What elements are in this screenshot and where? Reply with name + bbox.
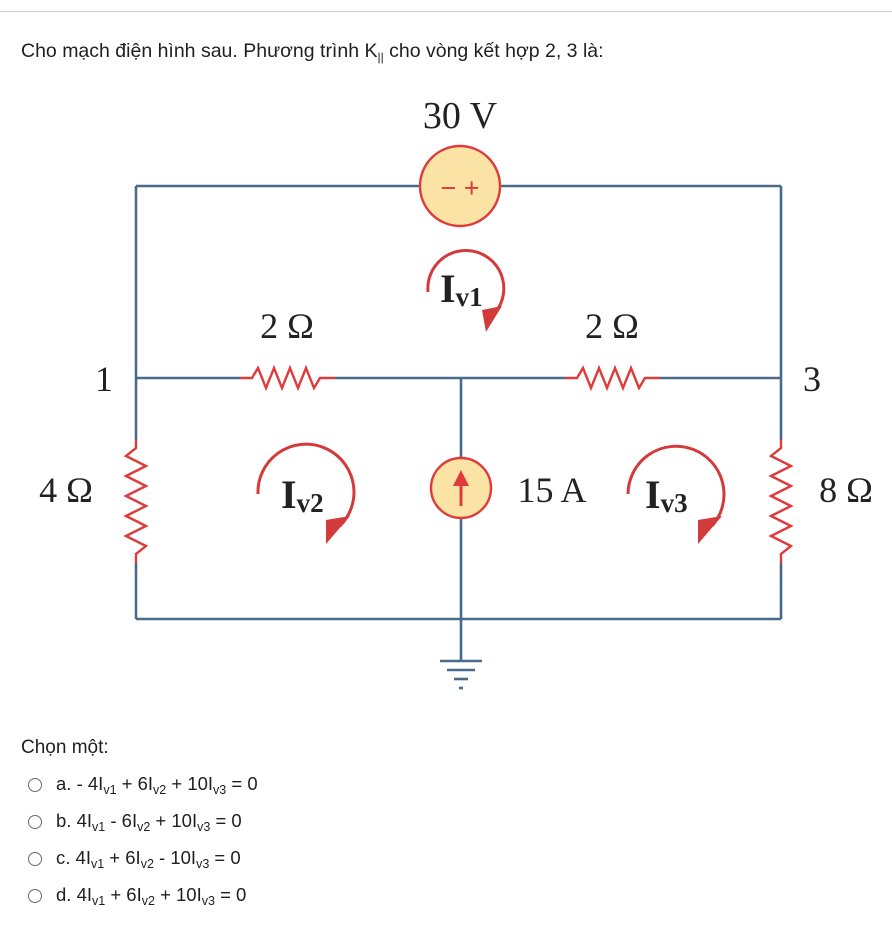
current-source: [429, 456, 493, 520]
option-d-text[interactable]: d. 4Iv1 + 6Iv2 + 10Iv3 = 0: [56, 883, 247, 908]
resistor-label-left: 4 Ω: [39, 470, 93, 510]
option-a-text[interactable]: a. - 4Iv1 + 6Iv2 + 10Iv3 = 0: [56, 772, 258, 797]
option-d[interactable]: d. 4Iv1 + 6Iv2 + 10Iv3 = 0: [28, 877, 258, 914]
resistor-top-left: [240, 364, 335, 392]
voltage-label: 30 V: [423, 95, 498, 137]
loop-label-v2: Iv2: [281, 472, 324, 518]
loop-label-v3: Iv3: [645, 472, 688, 518]
resistor-label-top-right: 2 Ω: [585, 306, 639, 346]
option-a[interactable]: a. - 4Iv1 + 6Iv2 + 10Iv3 = 0: [28, 766, 258, 803]
current-source-label: 15 A: [517, 470, 586, 510]
loop-arrow-v3: [626, 444, 726, 544]
voltage-source: [418, 144, 502, 228]
answer-options: a. - 4Iv1 + 6Iv2 + 10Iv3 = 0 b. 4Iv1 - 6…: [28, 766, 258, 914]
resistor-right: [768, 440, 794, 563]
node-label-3: 3: [803, 359, 821, 399]
radio-button-c[interactable]: [28, 851, 42, 866]
option-c[interactable]: c. 4Iv1 + 6Iv2 - 10Iv3 = 0: [28, 840, 258, 877]
option-b[interactable]: b. 4Iv1 - 6Iv2 + 10Iv3 = 0: [28, 803, 258, 840]
voltage-polarity-signs: − +: [440, 173, 479, 203]
radio-button-a[interactable]: [28, 777, 42, 792]
loop-arrow-v2: [256, 442, 356, 544]
choose-one-label: Chọn một:: [21, 737, 109, 758]
circuit-diagram: 30 V − + Iv1 Iv2 Iv3 2 Ω 2 Ω 4 Ω 8 Ω 15 …: [39, 95, 873, 690]
resistor-label-right: 8 Ω: [819, 470, 873, 510]
option-b-text[interactable]: b. 4Iv1 - 6Iv2 + 10Iv3 = 0: [56, 809, 242, 834]
resistor-top-right: [565, 364, 660, 392]
node-label-1: 1: [95, 359, 113, 399]
question-text: Cho mạch điện hình sau. Phương trình K||…: [21, 40, 604, 64]
resistor-left: [123, 440, 149, 563]
loop-arrow-v1: [426, 249, 506, 332]
ground-symbol: [440, 659, 482, 690]
top-divider: [0, 11, 892, 12]
radio-button-d[interactable]: [28, 888, 42, 903]
circuit-wires: [134, 184, 783, 660]
option-c-text[interactable]: c. 4Iv1 + 6Iv2 - 10Iv3 = 0: [56, 846, 241, 871]
loop-label-v1: Iv1: [440, 266, 483, 312]
radio-button-b[interactable]: [28, 814, 42, 829]
resistor-label-top-left: 2 Ω: [260, 306, 314, 346]
